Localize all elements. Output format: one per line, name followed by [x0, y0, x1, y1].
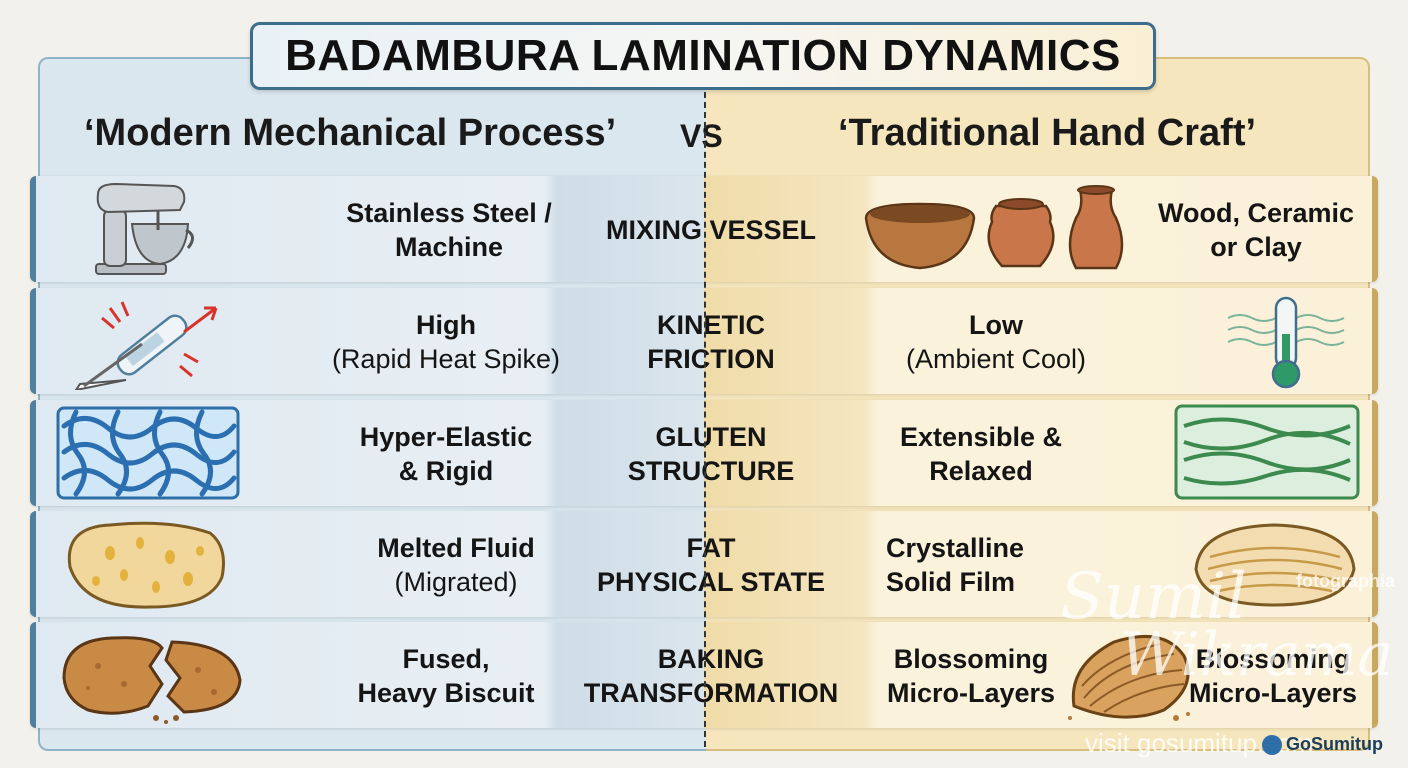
page-title: BADAMBURA LAMINATION DYNAMICS — [285, 31, 1121, 80]
hot-thermometer-icon — [74, 301, 218, 390]
relaxed-gluten-strands-icon — [1174, 404, 1360, 500]
category-line-1: GLUTEN — [655, 422, 767, 452]
right-line-1: Extensible & — [899, 422, 1063, 452]
right-heading: ‘Traditional Hand Craft’ — [838, 112, 1257, 154]
left-line-1: Hyper-Elastic — [359, 422, 533, 452]
right-line-2: (Ambient Cool) — [905, 344, 1087, 374]
category-cell: MIXING VESSEL — [576, 190, 846, 270]
right-line-1: Crystalline — [886, 533, 1025, 563]
left-line-2: & Rigid — [398, 456, 494, 486]
right-line-1: Wood, Ceramic — [1157, 198, 1355, 228]
right-line-2: Micro-Layers — [886, 678, 1056, 708]
left-heading: ‘Modern Mechanical Process’ — [84, 112, 617, 154]
left-cell: Hyper-Elastic & Rigid — [336, 414, 556, 494]
left-cell: High (Rapid Heat Spike) — [306, 302, 586, 382]
left-line-2: Machine — [394, 232, 504, 262]
left-cell: Fused, Heavy Biscuit — [336, 636, 556, 716]
category-cell: FAT PHYSICAL STATE — [576, 525, 846, 605]
category-cell: BAKING TRANSFORMATION — [576, 636, 846, 716]
right-line-1: Blossoming — [893, 644, 1049, 674]
left-cell: Stainless Steel / Machine — [314, 190, 584, 270]
rigid-gluten-network-icon — [56, 406, 240, 500]
left-cell: Melted Fluid (Migrated) — [336, 525, 576, 605]
extra-right-label-text: Blossoming Micro-Layers — [1188, 644, 1358, 708]
extra-right-label: Blossoming Micro-Layers — [1178, 636, 1368, 716]
left-line-1: High — [416, 310, 476, 340]
signature-watermark-2: Wikrama — [1120, 620, 1394, 690]
cool-thermometer-icon — [1227, 296, 1345, 389]
right-cell: Crystalline Solid Film — [886, 525, 1046, 605]
center-divider — [704, 92, 706, 747]
left-line-1: Stainless Steel / — [346, 198, 552, 228]
fotographia-watermark: fotographia — [1296, 571, 1395, 591]
brand-logo-text: GoSumitup — [1286, 734, 1383, 754]
stand-mixer-icon — [95, 182, 194, 275]
category-line-2: TRANSFORMATION — [583, 678, 839, 708]
broken-biscuit-icon — [62, 636, 242, 724]
title-banner: BADAMBURA LAMINATION DYNAMICS — [250, 22, 1156, 90]
flaky-pastry-icon — [1068, 635, 1190, 721]
right-cell: Wood, Ceramic or Clay — [1146, 190, 1366, 270]
category-line-1: FAT — [686, 533, 736, 563]
left-line-2: (Rapid Heat Spike) — [331, 344, 561, 374]
left-line-1: Melted Fluid — [377, 533, 535, 563]
category-cell: KINETIC FRICTION — [576, 302, 846, 382]
category-line-1: MIXING VESSEL — [605, 215, 817, 245]
right-cell: Blossoming Micro-Layers — [876, 636, 1066, 716]
right-cell: Extensible & Relaxed — [886, 414, 1076, 494]
brand-logo-icon — [1262, 734, 1282, 755]
category-line-1: KINETIC — [657, 310, 765, 340]
melted-fat-dough-icon — [67, 521, 225, 609]
signature-watermark-1: Sumil — [1060, 560, 1247, 634]
category-cell: GLUTEN STRUCTURE — [576, 414, 846, 494]
category-line-2: PHYSICAL STATE — [596, 567, 826, 597]
right-line-2: or Clay — [1210, 232, 1302, 262]
category-line-2: STRUCTURE — [627, 456, 795, 486]
laminated-dough-icon — [1194, 523, 1356, 607]
brand-logo: GoSumitup — [1262, 734, 1383, 755]
category-line-1: BAKING — [657, 644, 765, 674]
right-line-2: Solid Film — [886, 567, 1016, 597]
category-line-2: FRICTION — [647, 344, 775, 374]
left-line-1: Fused, — [402, 644, 490, 674]
left-line-2: Heavy Biscuit — [357, 678, 535, 708]
left-line-2: (Migrated) — [394, 567, 518, 597]
right-cell: Low (Ambient Cool) — [886, 302, 1106, 382]
right-line-2: Relaxed — [929, 456, 1033, 486]
clay-pots-icon — [864, 185, 1124, 270]
vs-label: VS — [680, 118, 723, 154]
right-line-1: Low — [969, 310, 1023, 340]
